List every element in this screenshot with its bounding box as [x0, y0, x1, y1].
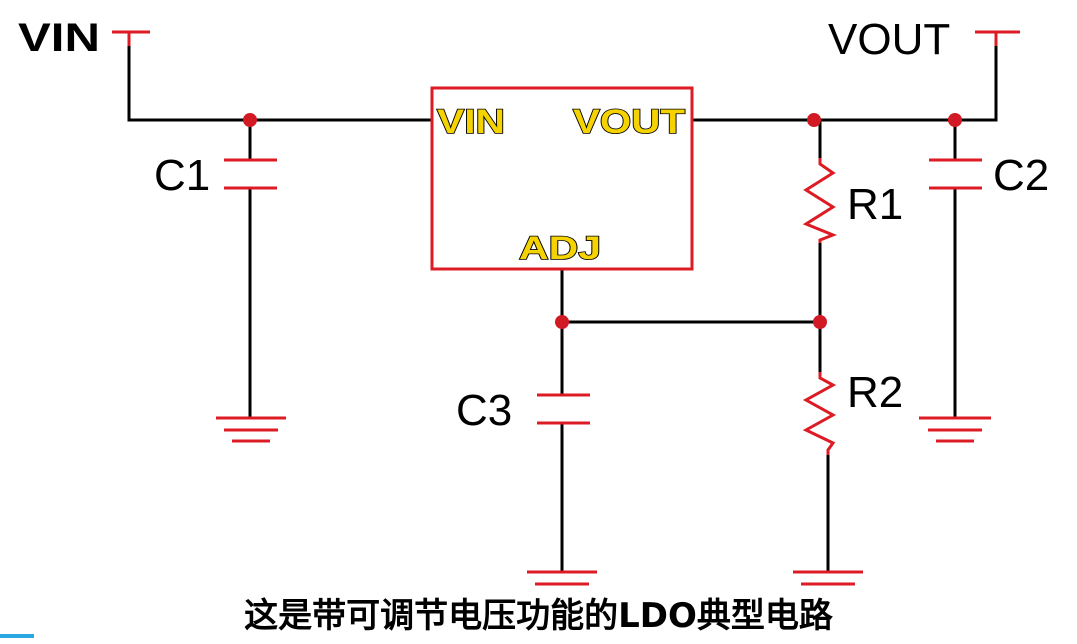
- c3-capacitor: [537, 393, 590, 425]
- r1-resistor: [802, 158, 838, 243]
- r1-label: R1: [847, 180, 903, 229]
- ground-c3: [527, 570, 597, 586]
- r2-label: R2: [847, 368, 903, 417]
- node-adj: [555, 315, 569, 329]
- ground-r2: [793, 570, 863, 586]
- ic-pin-vout: VOUT: [573, 103, 685, 141]
- vin-wire: [127, 30, 434, 122]
- ic-pin-vin: VIN: [437, 103, 505, 141]
- wires: [127, 30, 998, 574]
- c1-label: C1: [154, 151, 210, 200]
- subtitle-caption: 这是带可调节电压功能的LDO典型电路: [244, 596, 833, 636]
- corner-mark: [0, 634, 34, 638]
- node-c1: [243, 113, 257, 127]
- node-c2: [948, 113, 962, 127]
- ldo-ic: [430, 86, 694, 271]
- c2-capacitor: [929, 158, 982, 190]
- c3-label: C3: [456, 386, 512, 435]
- c2-label: C2: [993, 151, 1049, 200]
- node-divider: [813, 315, 827, 329]
- vout-net-label: VOUT: [828, 15, 950, 64]
- junction-nodes: [243, 113, 962, 329]
- ground-c1: [216, 416, 286, 443]
- ground-c2: [919, 416, 991, 443]
- vout-wire: [690, 30, 998, 122]
- node-r1-top: [807, 113, 821, 127]
- vin-flag: [112, 30, 150, 46]
- c1-capacitor: [224, 158, 277, 190]
- vin-net-label: VIN: [18, 16, 100, 60]
- r2-resistor: [802, 372, 837, 455]
- ic-pin-adj: ADJ: [519, 230, 601, 266]
- vout-flag: [975, 30, 1020, 46]
